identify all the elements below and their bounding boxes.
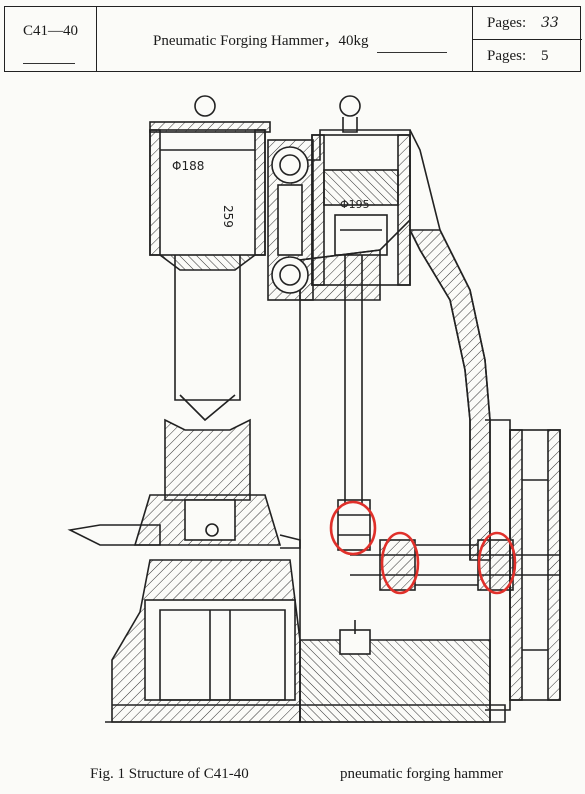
piston-rod: [337, 255, 371, 551]
red-circle-crank-right: [477, 531, 517, 595]
height-dimension: 259: [221, 205, 235, 228]
crankshaft: [350, 539, 560, 591]
figure-caption-part1: Fig. 1 Structure of C41-40: [90, 766, 249, 782]
bore-dimension: Φ188: [172, 159, 204, 173]
piston-dimension: Φ195: [340, 198, 370, 211]
pages-label: Pages:: [487, 15, 527, 31]
title-cell: Pneumatic Forging Hammer，40kg: [97, 7, 473, 71]
red-circle-crank-left: [380, 531, 420, 595]
hammer-cross-section-drawing: Φ188 259 Φ195: [67, 95, 561, 723]
compression-cylinder: [149, 121, 271, 501]
red-annotation-circles: [329, 500, 517, 595]
dimension-labels: Φ188 259 Φ195: [172, 159, 370, 228]
pages-label: Pages:: [487, 48, 527, 64]
working-cylinder: [194, 95, 411, 286]
figure-caption: Fig. 1 Structure of C41-40 pneumatic for…: [0, 762, 585, 786]
pages-row-total: Pages: 33: [473, 7, 582, 40]
pages-cell: Pages: 33 Pages: 5: [473, 7, 582, 71]
title-block: C41—40 Pneumatic Forging Hammer，40kg Pag…: [4, 6, 582, 72]
red-circle-rod-joint: [329, 500, 377, 556]
pages-total-value: 33: [541, 15, 559, 31]
drawing-code: C41—40: [23, 23, 79, 39]
main-frame: [105, 129, 506, 723]
document-title: Pneumatic Forging Hammer，40kg: [153, 33, 369, 49]
drawing-code-cell: C41—40: [5, 7, 97, 71]
flywheel: [485, 419, 561, 711]
valve-block: [267, 139, 314, 301]
code-underline: [23, 63, 75, 64]
title-underline: [377, 52, 447, 53]
anvil-table: [67, 494, 301, 549]
pages-current-value: 5: [541, 48, 549, 64]
figure-caption-part2: pneumatic forging hammer: [340, 766, 504, 782]
pages-row-current: Pages: 5: [473, 40, 582, 73]
